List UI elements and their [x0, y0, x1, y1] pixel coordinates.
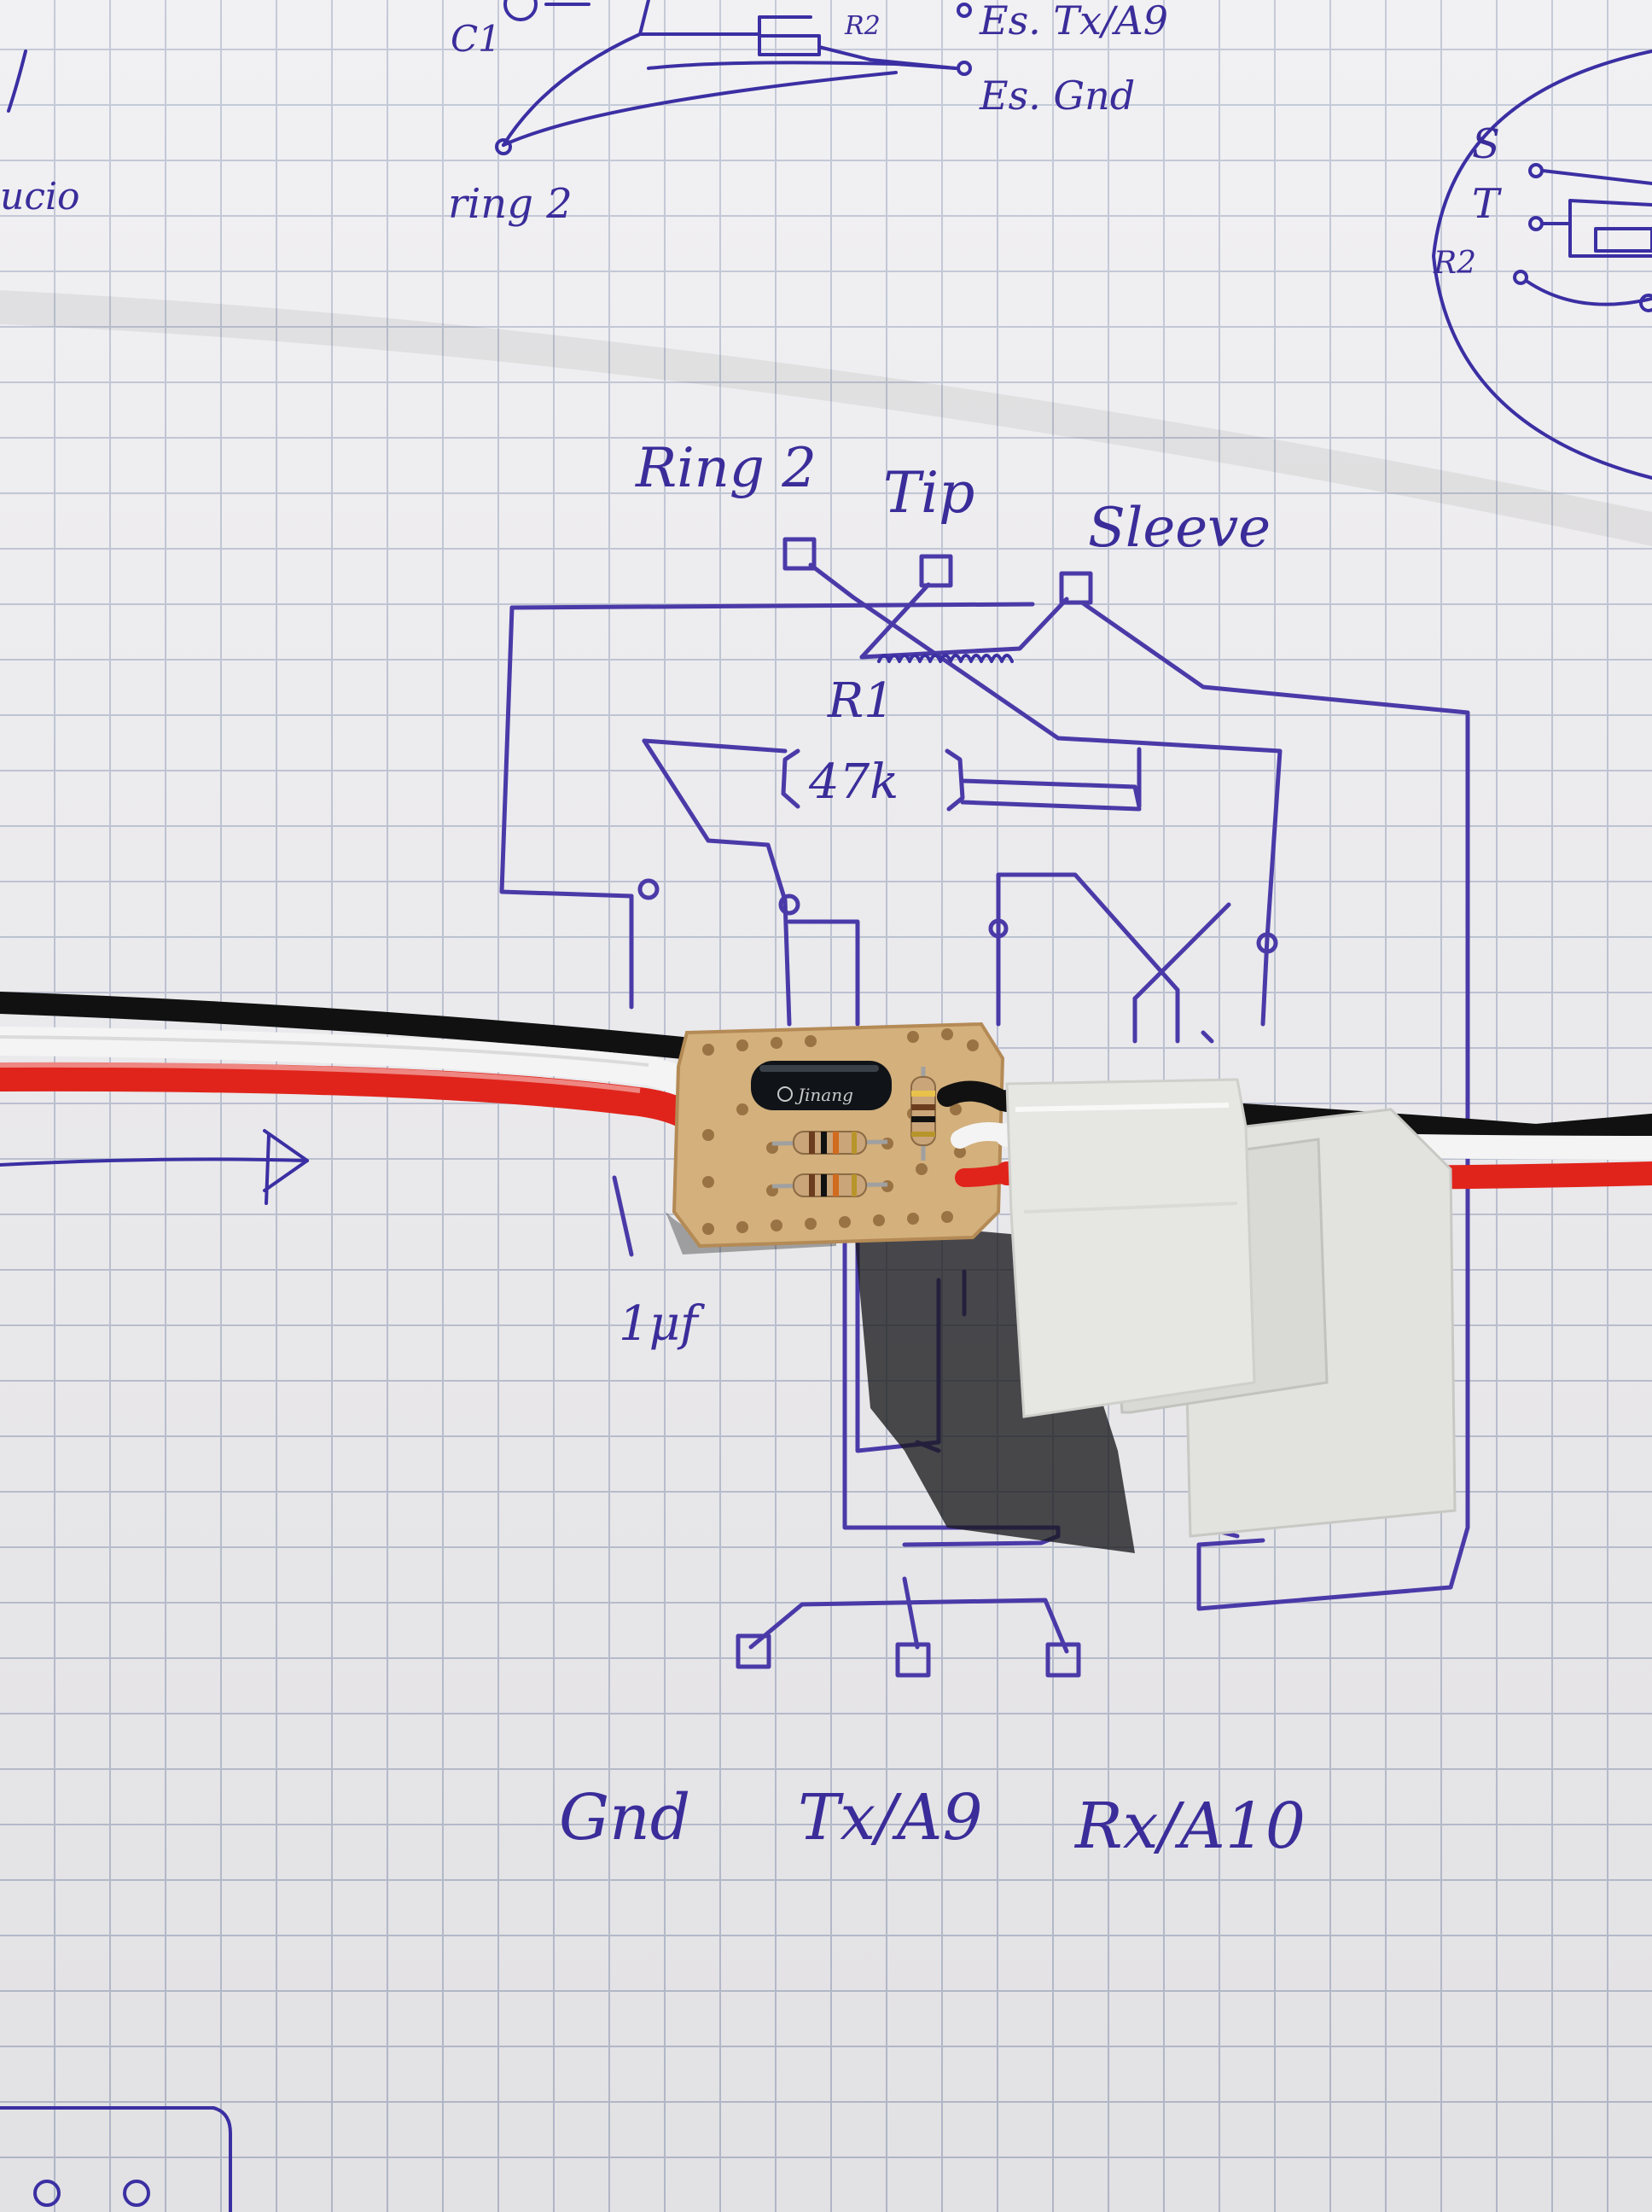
label-gnd: Gnd — [559, 1781, 690, 1854]
perfboard: Jinang — [672, 1022, 1021, 1249]
label-es-gnd: Es. Gnd — [979, 73, 1135, 119]
label-ring2: Ring 2 — [635, 437, 817, 500]
label-r1-value: 47k — [808, 754, 899, 810]
page-fold-shadow — [0, 290, 1652, 546]
label-c1: C1 — [451, 18, 501, 60]
label-r2-top: R2 — [844, 11, 881, 41]
pad-tx — [895, 1642, 931, 1678]
pad-ring2 — [782, 537, 817, 571]
capacitor-brand: Jinang — [794, 1085, 853, 1105]
tape-tab-front — [1005, 1078, 1256, 1418]
layout-drawing: R1 47k — [0, 437, 1470, 2212]
label-ucio: ucio — [0, 175, 80, 218]
black-wire-left — [0, 992, 711, 1061]
pad-gnd — [736, 1633, 771, 1669]
electrolytic-capacitor — [751, 1061, 892, 1110]
label-ring2-top: ring 2 — [448, 180, 573, 228]
label-side-t: T — [1472, 180, 1502, 228]
side-jack-sketch: S T R2 — [1432, 49, 1652, 480]
label-side-s: S — [1472, 120, 1500, 168]
top-sketch: C1 R2 Es. Tx/A9 Es. Gnd ring 2 ucio — [0, 0, 1168, 228]
pad-rx — [1045, 1642, 1081, 1678]
tape-tabs — [1005, 1078, 1457, 1538]
label-es-tx: Es. Tx/A9 — [979, 0, 1168, 44]
pad-sleeve — [1059, 571, 1093, 605]
pad-tip — [919, 554, 953, 588]
label-rx-a10: Rx/A10 — [1073, 1790, 1306, 1863]
resistor-1 — [771, 1131, 888, 1155]
resistor-3 — [910, 1067, 936, 1161]
label-r1: R1 — [827, 673, 894, 729]
label-sleeve: Sleeve — [1088, 497, 1271, 560]
red-wire-left — [0, 1062, 748, 1201]
cable-bundle — [0, 992, 748, 1201]
label-tx-a9: Tx/A9 — [798, 1781, 983, 1854]
label-side-r2: R2 — [1433, 246, 1476, 281]
label-tip: Tip — [883, 460, 974, 526]
label-cap-value: 1μf — [619, 1296, 706, 1352]
resistor-2 — [771, 1173, 888, 1197]
